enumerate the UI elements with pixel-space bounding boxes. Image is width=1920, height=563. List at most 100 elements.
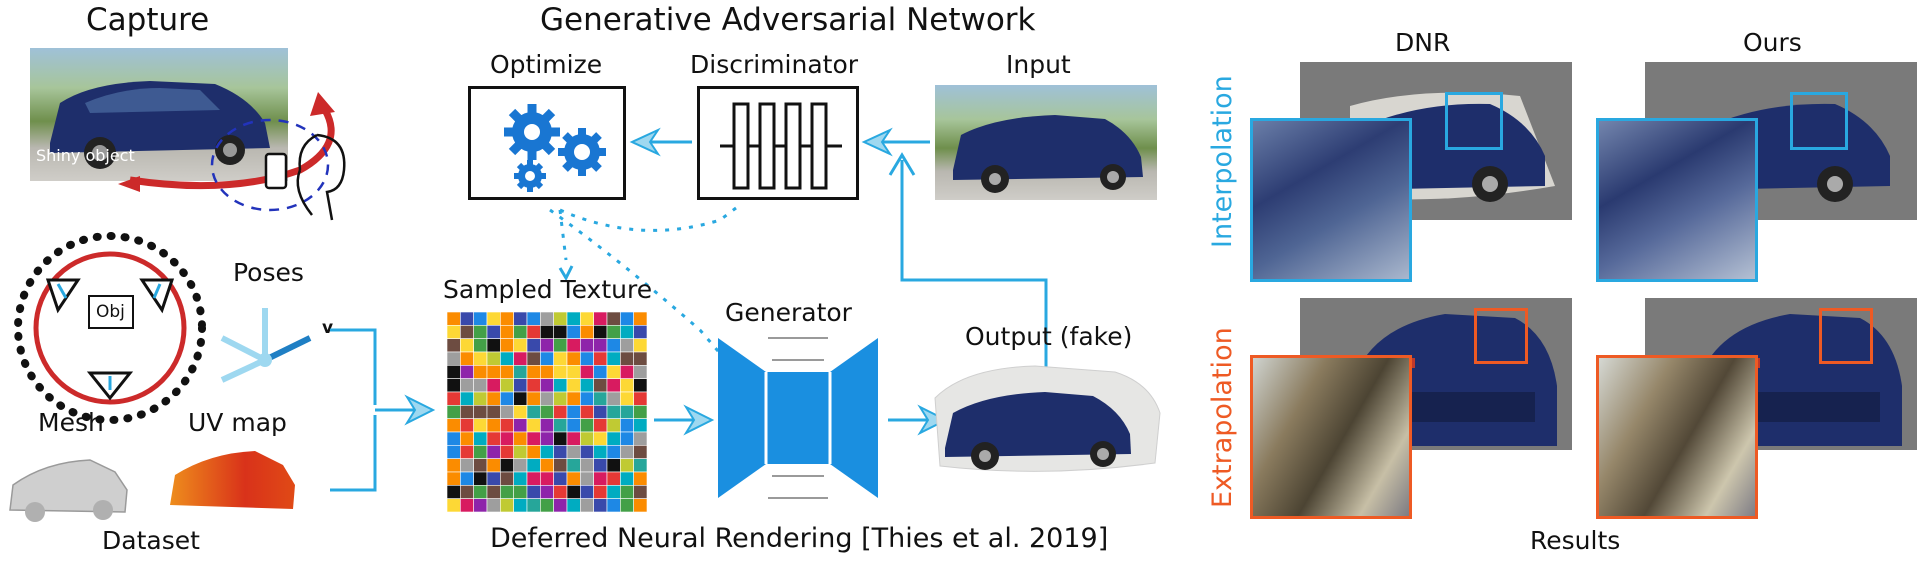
texture-cell: [606, 445, 621, 459]
texture-cell: [553, 405, 568, 419]
texture-cell: [566, 471, 581, 486]
texture-cell: [526, 431, 541, 446]
discriminator-box: [697, 86, 859, 200]
discriminator-icon: [720, 102, 842, 190]
texture-cell: [473, 351, 488, 366]
texture-cell: [620, 431, 634, 446]
texture-cell: [606, 325, 621, 339]
texture-cell: [500, 471, 514, 486]
texture-cell: [593, 405, 608, 419]
texture-cell: [566, 311, 581, 326]
texture-cell: [566, 445, 581, 459]
texture-cell: [566, 365, 581, 379]
texture-cell: [526, 351, 541, 366]
texture-cell: [446, 458, 461, 473]
texture-cell: [553, 365, 568, 379]
texture-cell: [580, 498, 594, 513]
texture-cell: [473, 338, 488, 353]
texture-cell: [540, 445, 554, 459]
texture-cell: [620, 485, 634, 499]
texture-cell: [566, 498, 581, 513]
texture-cell: [620, 391, 634, 406]
texture-cell: [553, 431, 568, 446]
person-icon: [296, 133, 346, 221]
texture-cell: [460, 351, 474, 366]
texture-cell: [540, 311, 554, 326]
texture-cell: [500, 485, 514, 499]
texture-cell: [460, 418, 474, 433]
texture-cell: [446, 485, 461, 499]
texture-cell: [500, 365, 514, 379]
texture-cell: [633, 325, 648, 339]
output-car-icon: [934, 365, 1161, 472]
texture-cell: [446, 325, 461, 339]
texture-cell: [513, 338, 528, 353]
texture-cell: [460, 338, 474, 353]
texture-cell: [446, 391, 461, 406]
texture-cell: [580, 325, 594, 339]
capture-object-label: Shiny object: [36, 146, 135, 165]
texture-cell: [633, 405, 648, 419]
texture-cell: [633, 418, 648, 433]
texture-cell: [446, 378, 461, 393]
texture-cell: [593, 391, 608, 406]
texture-cell: [540, 351, 554, 366]
texture-cell: [606, 405, 621, 419]
mesh-icon: [9, 459, 128, 522]
texture-cell: [540, 391, 554, 406]
texture-cell: [513, 445, 528, 459]
texture-cell: [593, 338, 608, 353]
texture-cell: [540, 458, 554, 473]
texture-cell: [580, 458, 594, 473]
camera-ring: [14, 232, 206, 424]
texture-cell: [446, 498, 461, 513]
texture-cell: [620, 338, 634, 353]
texture-cell: [460, 431, 474, 446]
texture-cell: [606, 485, 621, 499]
texture-cell: [446, 405, 461, 419]
texture-cell: [593, 351, 608, 366]
texture-cell: [553, 325, 568, 339]
texture-cell: [620, 498, 634, 513]
texture-cell: [606, 365, 621, 379]
results-title: Results: [1530, 526, 1621, 555]
texture-cell: [606, 311, 621, 326]
discriminator-label: Discriminator: [690, 50, 859, 79]
obj-box: [88, 295, 134, 329]
generator-label: Generator: [725, 298, 852, 327]
texture-cell: [473, 311, 488, 326]
poses-label: Poses: [233, 258, 304, 287]
texture-cell: [500, 378, 514, 393]
texture-cell: [580, 338, 594, 353]
texture-cell: [460, 471, 474, 486]
texture-cell: [486, 431, 501, 446]
texture-cell: [446, 418, 461, 433]
texture-cell: [486, 391, 501, 406]
texture-cell: [593, 471, 608, 486]
capture-orbit: [118, 92, 335, 212]
texture-cell: [486, 351, 501, 366]
texture-cell: [606, 391, 621, 406]
texture-cell: [526, 418, 541, 433]
pose-symbol: v: [322, 318, 334, 338]
texture-cell: [553, 458, 568, 473]
texture-cell: [620, 351, 634, 366]
texture-cell: [500, 445, 514, 459]
sampled-texture-label: Sampled Texture: [443, 275, 653, 304]
texture-cell: [540, 365, 554, 379]
texture-cell: [580, 351, 594, 366]
texture-cell: [566, 485, 581, 499]
texture-cell: [513, 325, 528, 339]
texture-cell: [633, 471, 648, 486]
texture-cell: [566, 431, 581, 446]
texture-cell: [633, 311, 648, 326]
gan-title: Generative Adversarial Network: [540, 2, 1036, 38]
texture-cell: [633, 378, 648, 393]
texture-cell: [473, 378, 488, 393]
texture-cell: [486, 458, 501, 473]
texture-cell: [580, 378, 594, 393]
texture-cell: [486, 378, 501, 393]
texture-cell: [473, 445, 488, 459]
texture-cell: [566, 418, 581, 433]
texture-cell: [486, 325, 501, 339]
